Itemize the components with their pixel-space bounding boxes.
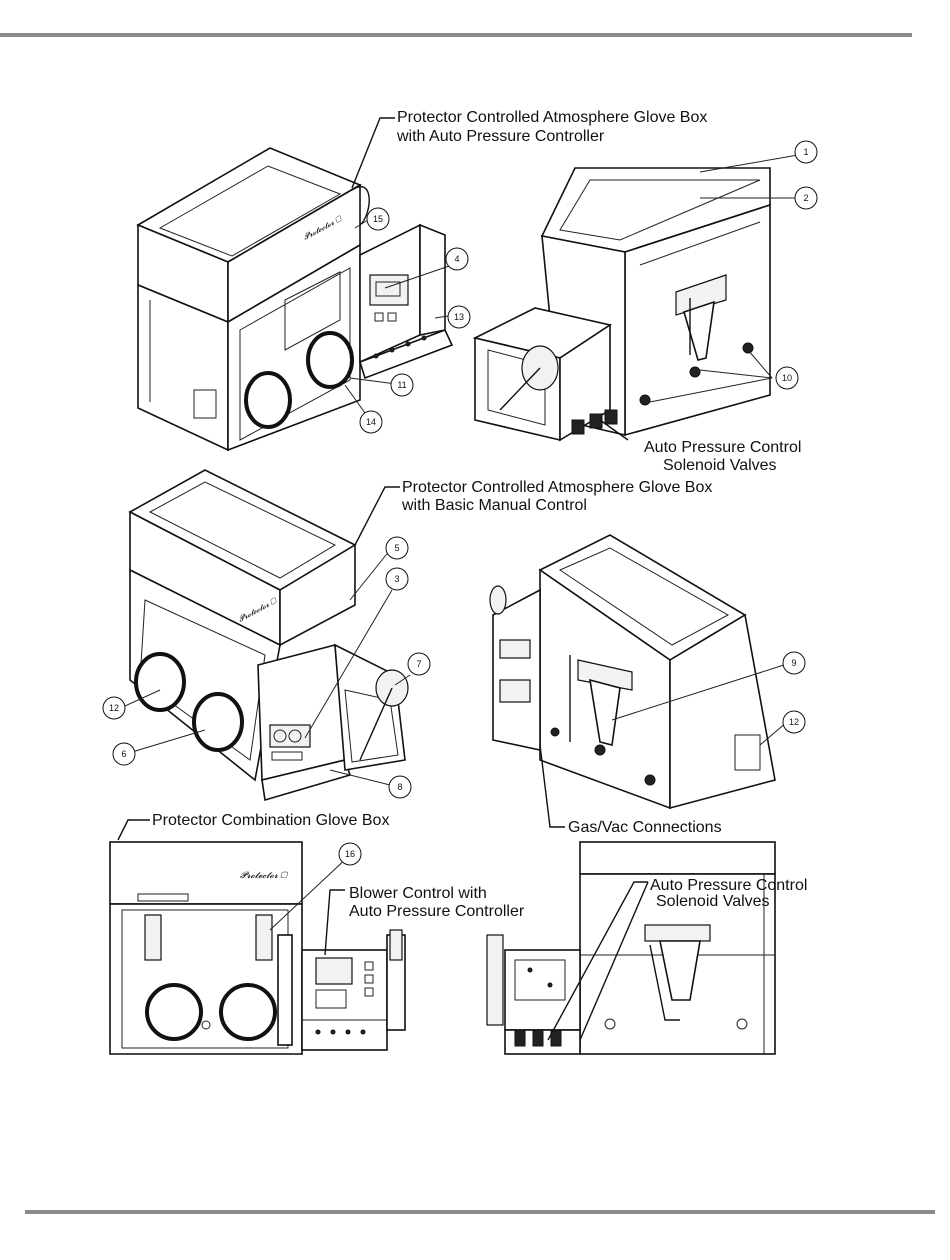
- manual-glove-box-front-view: [128, 469, 409, 802]
- callouts: 1 2 3 4 5 6 7 8 9 10 11 12 12 13 14 15 1…: [102, 140, 818, 866]
- callout-9-label: 9: [791, 658, 796, 668]
- callout-14-label: 14: [366, 417, 376, 427]
- callout-12-right-label: 12: [789, 717, 799, 727]
- label-manual-glove-box-line1: Protector Controlled Atmosphere Glove Bo…: [402, 479, 712, 496]
- callout-2: 2: [794, 186, 818, 210]
- callout-3-label: 3: [394, 574, 399, 584]
- bottom-rule: [25, 1210, 935, 1214]
- callout-13: 13: [447, 305, 471, 329]
- callout-15: 15: [366, 207, 390, 231]
- callout-1: 1: [794, 140, 818, 164]
- callout-11: 11: [390, 373, 414, 397]
- combination-glove-box-rear-view: [486, 841, 776, 1055]
- label-auto-glove-box-line1: Protector Controlled Atmosphere Glove Bo…: [397, 109, 707, 126]
- callout-12-left: 12: [102, 696, 126, 720]
- callout-8: 8: [388, 775, 412, 799]
- leader-lines: [117, 117, 799, 1041]
- callout-1-label: 1: [803, 147, 808, 157]
- callout-12-right: 12: [782, 710, 806, 734]
- label-solenoid-valves-top-line1: Auto Pressure Control: [644, 439, 801, 456]
- label-blower-control-line2: Auto Pressure Controller: [349, 903, 525, 920]
- callout-6: 6: [112, 742, 136, 766]
- label-gas-vac-connections: Gas/Vac Connections: [568, 819, 722, 836]
- callout-7-label: 7: [416, 659, 421, 669]
- label-solenoid-valves-bottom-line2: Solenoid Valves: [656, 893, 770, 910]
- label-manual-glove-box-line2: with Basic Manual Control: [401, 497, 587, 514]
- callout-6-label: 6: [121, 749, 126, 759]
- callout-7: 7: [407, 652, 431, 676]
- callout-5-label: 5: [394, 543, 399, 553]
- callout-16-label: 16: [345, 849, 355, 859]
- label-auto-glove-box-line2: with Auto Pressure Controller: [396, 128, 605, 145]
- callout-15-label: 15: [373, 214, 383, 224]
- callout-16: 16: [338, 842, 362, 866]
- callout-10: 10: [775, 366, 799, 390]
- callout-11-label: 11: [397, 380, 406, 390]
- callout-5: 5: [385, 536, 409, 560]
- callout-4: 4: [445, 247, 469, 271]
- callout-4-label: 4: [454, 254, 459, 264]
- label-combination-glove-box: Protector Combination Glove Box: [152, 812, 389, 829]
- callout-2-label: 2: [803, 193, 808, 203]
- label-solenoid-valves-bottom-line1: Auto Pressure Control: [650, 877, 807, 894]
- callout-14: 14: [359, 410, 383, 434]
- callout-10-label: 10: [782, 373, 792, 383]
- manual-glove-box-rear-view: [489, 534, 776, 810]
- brand-logo: 𝓟𝓻𝓸𝓽𝓮𝓬𝓽𝓸𝓻 ▢: [240, 870, 288, 880]
- auto-glove-box-rear-view: [472, 167, 771, 442]
- callout-9: 9: [782, 651, 806, 675]
- callout-13-label: 13: [454, 312, 464, 322]
- label-solenoid-valves-top-line2: Solenoid Valves: [663, 457, 777, 474]
- text-labels: Protector Controlled Atmosphere Glove Bo…: [152, 109, 807, 920]
- callout-12-left-label: 12: [109, 703, 119, 713]
- top-rule: [0, 33, 912, 37]
- callout-3: 3: [385, 567, 409, 591]
- combination-glove-box-front-view: [109, 841, 406, 1055]
- auto-glove-box-front-view: [136, 147, 454, 452]
- callout-8-label: 8: [397, 782, 402, 792]
- label-blower-control-line1: Blower Control with: [349, 885, 487, 902]
